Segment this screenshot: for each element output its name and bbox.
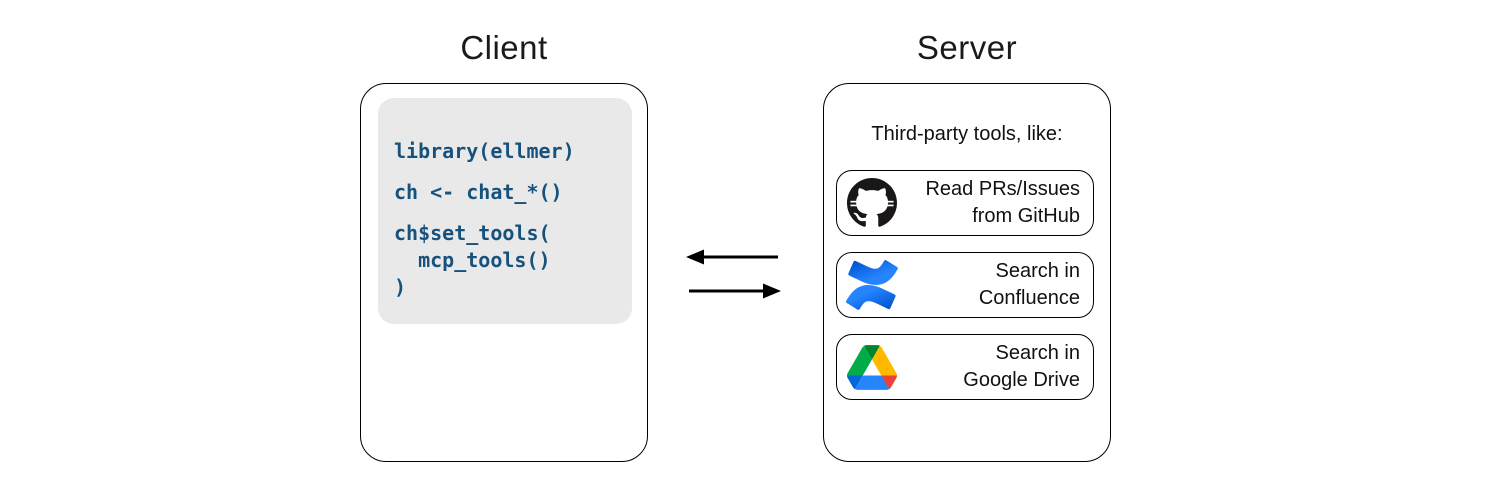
arrow-client-to-server: [689, 283, 781, 299]
code-statement-set-tools: ch$set_tools( mcp_tools() ): [394, 221, 551, 299]
client-server-arrows: [686, 249, 781, 299]
arrow-server-to-client: [686, 249, 778, 265]
confluence-icon: [846, 259, 898, 311]
server-heading: Third-party tools, like:: [871, 123, 1063, 145]
tool-card-list: Read PRs/Issues from GitHub: [836, 170, 1094, 400]
tool-label-google-drive: Search in Google Drive: [963, 342, 1080, 391]
server-title: Server: [916, 29, 1018, 66]
tool-label-confluence: Search in Confluence: [978, 260, 1080, 309]
client-box: library(ellmer) ch <- chat_*() ch$set_to…: [360, 83, 648, 462]
client-code-block: library(ellmer) ch <- chat_*() ch$set_to…: [378, 98, 632, 324]
tool-card-google-drive: Search in Google Drive: [836, 334, 1094, 400]
github-icon: [846, 177, 898, 229]
code-statement-chat: ch <- chat_*(): [394, 180, 563, 204]
google-drive-icon: [846, 341, 898, 393]
code-statement-library: library(ellmer): [394, 139, 575, 163]
tool-label-github: Read PRs/Issues from GitHub: [925, 178, 1080, 227]
client-title: Client: [460, 29, 548, 66]
tool-card-confluence: Search in Confluence: [836, 252, 1094, 318]
server-box: Third-party tools, like: Read PRs/Issues…: [823, 83, 1111, 462]
tool-card-github: Read PRs/Issues from GitHub: [836, 170, 1094, 236]
